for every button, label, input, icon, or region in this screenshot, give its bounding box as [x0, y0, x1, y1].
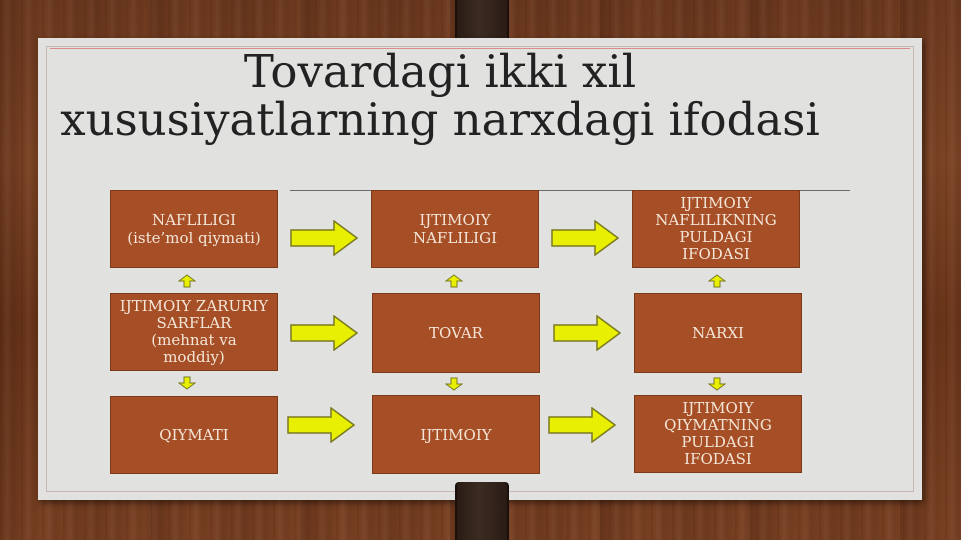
box-ijtimoiy: IJTIMOIY [372, 395, 540, 474]
box-ijtimoiy-naflilikning-puldagi-ifodasi: IJTIMOIY NAFLILIKNING PULDAGI IFODASI [632, 190, 800, 268]
arrow-right-icon [290, 220, 358, 256]
arrow-up-icon [445, 274, 463, 288]
box-ijtimoiy-nafliligi: IJTIMOIY NAFLILIGI [371, 190, 539, 268]
arrow-up-icon [708, 274, 726, 288]
arrow-right-icon [290, 315, 358, 351]
arrow-up-icon [178, 274, 196, 288]
arrow-right-icon [548, 407, 616, 443]
box-qiymati: QIYMATI [110, 396, 278, 474]
box-tovar: TOVAR [372, 293, 540, 373]
arrow-down-icon [708, 377, 726, 391]
box-ijtimoiy-zaruriy-sarflar: IJTIMOIY ZARURIY SARFLAR (mehnat va modd… [110, 293, 278, 371]
arrow-down-icon [178, 376, 196, 390]
arrow-right-icon [553, 315, 621, 351]
slide-title: Tovardagi ikki xil xususiyatlarning narx… [60, 45, 820, 146]
arrow-down-icon [445, 377, 463, 391]
box-narxi: NARXI [634, 293, 802, 373]
box-ijtimoiy-qiymatning-puldagi-ifodasi: IJTIMOIY QIYMATNING PULDAGI IFODASI [634, 395, 802, 473]
title-underline [290, 190, 850, 191]
box-nafliligi: NAFLILIGI (iste’mol qiymati) [110, 190, 278, 268]
arrow-right-icon [551, 220, 619, 256]
bottom-binder-clip [455, 482, 509, 540]
arrow-right-icon [287, 407, 355, 443]
paper-top-line [50, 48, 910, 49]
